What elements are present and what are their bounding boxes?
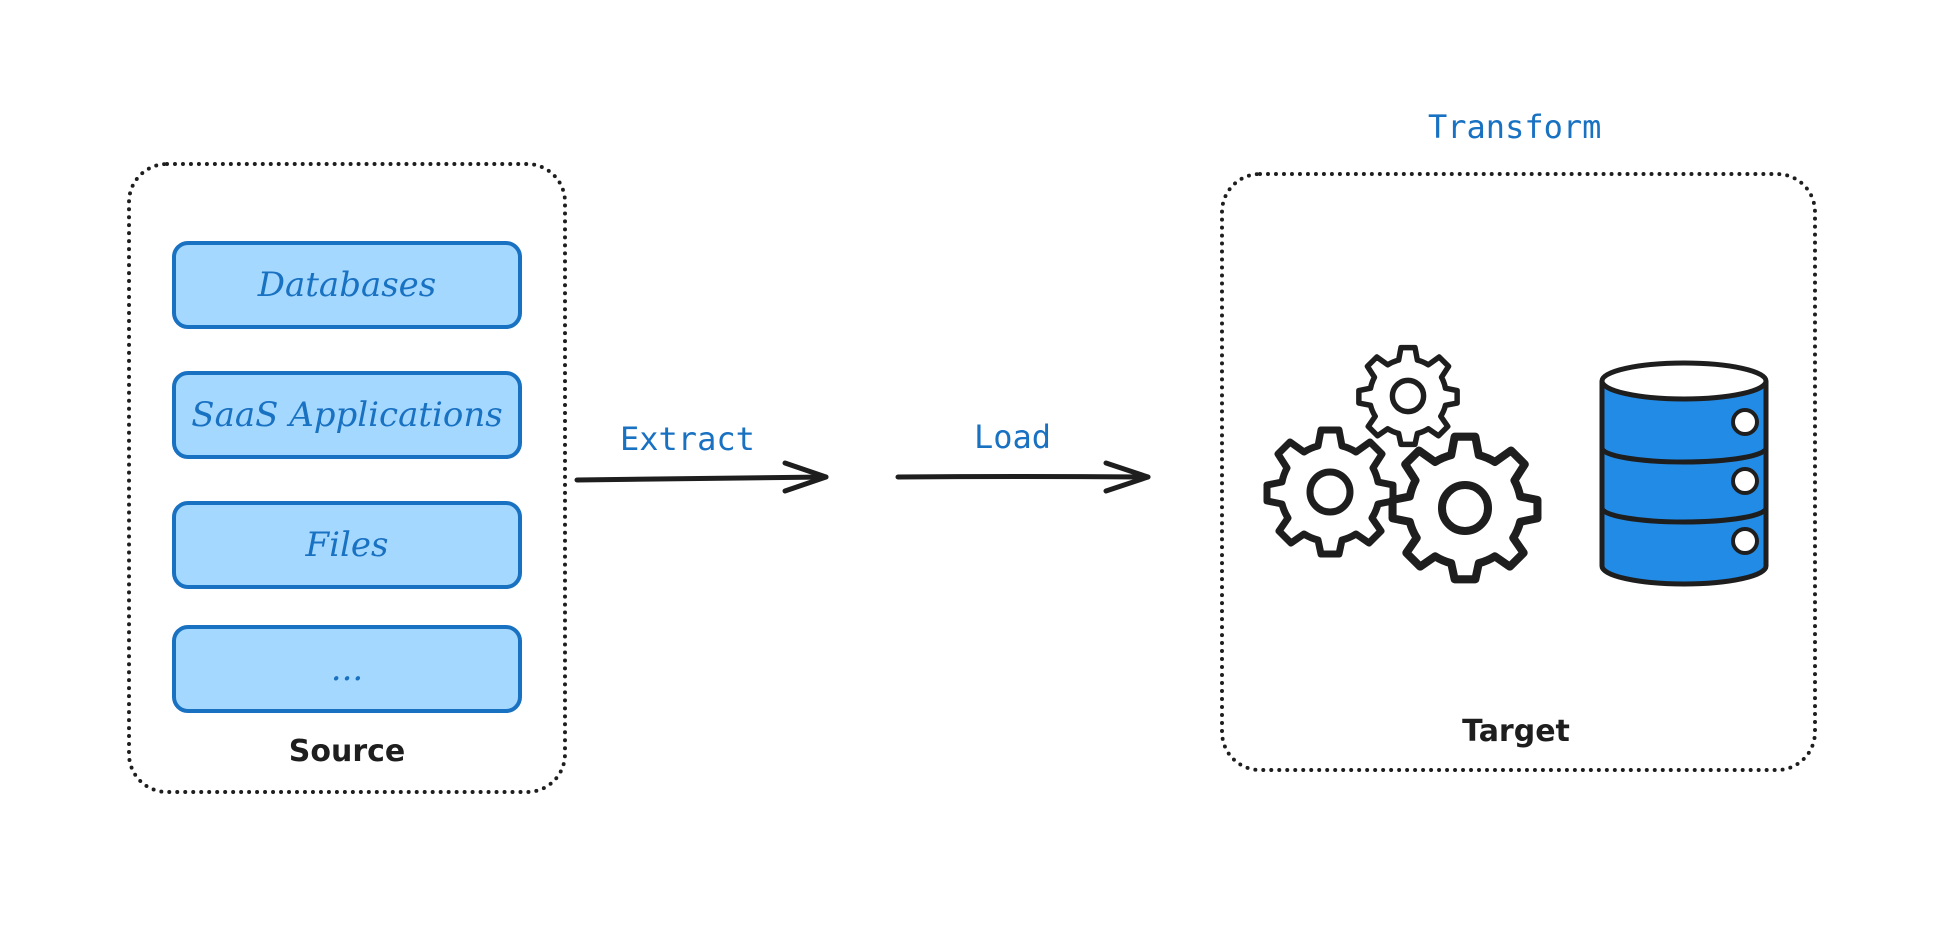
source-item-label: Files xyxy=(305,525,389,565)
extract-arrow xyxy=(574,460,829,494)
source-title: Source xyxy=(288,734,406,769)
target-group xyxy=(1220,172,1817,772)
transform-label: Transform xyxy=(1428,108,1602,146)
source-group xyxy=(127,162,567,794)
source-item-files[interactable]: Files xyxy=(172,501,522,589)
load-label: Load xyxy=(974,418,1052,456)
target-title: Target xyxy=(1462,714,1570,749)
extract-label: Extract xyxy=(620,420,755,458)
source-item-saas-applications[interactable]: SaaS Applications xyxy=(172,371,522,459)
source-item-databases[interactable]: Databases xyxy=(172,241,522,329)
source-item-label: ... xyxy=(330,649,364,689)
source-item-label: SaaS Applications xyxy=(191,395,503,435)
source-item-label: Databases xyxy=(257,265,437,305)
load-arrow xyxy=(895,460,1151,494)
source-item-more[interactable]: ... xyxy=(172,625,522,713)
